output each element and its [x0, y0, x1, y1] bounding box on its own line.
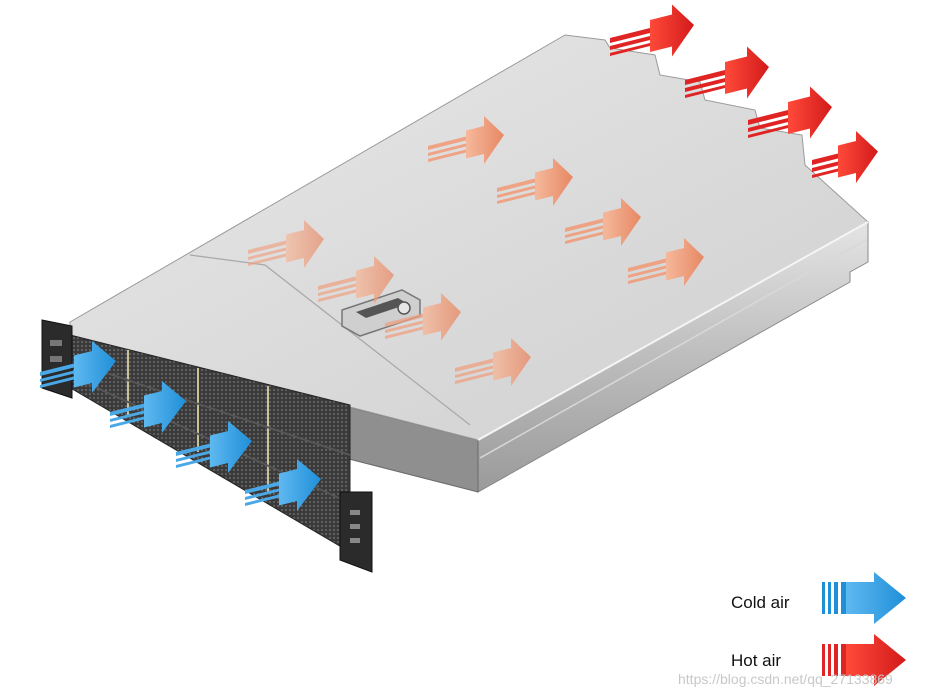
cold-intake-arrows [40, 341, 321, 512]
hot-air-arrow-icon [822, 634, 906, 686]
top-edge-highlight [477, 221, 869, 441]
warm-air-arrow-icon [455, 338, 531, 387]
legend-cold-label: Cold air [731, 593, 790, 612]
warm-air-arrow-icon [428, 116, 504, 165]
legend: Cold air Hot air [731, 572, 906, 686]
bay-row-divider [61, 357, 351, 456]
side-rail-line [479, 239, 867, 459]
warm-air-arrow-icon [248, 220, 324, 269]
right-ear-led [350, 538, 360, 543]
legend-hot-label: Hot air [731, 651, 781, 670]
hot-exhaust-arrows [610, 4, 878, 184]
cold-air-arrow-icon [245, 459, 321, 512]
warm-air-arrow-icon [497, 158, 573, 207]
cold-air-arrow-icon [176, 421, 252, 474]
warm-air-arrow-icon [318, 256, 394, 305]
hot-air-arrow-icon [748, 86, 832, 139]
watermark-text: https://blog.csdn.net/qq_27133869 [678, 671, 893, 687]
hot-air-arrow-icon [812, 131, 878, 184]
right-rack-ear [339, 491, 373, 573]
cold-air-arrow-icon [40, 341, 116, 394]
warm-air-arrow-icon [565, 198, 641, 247]
cold-air-arrow-icon [822, 572, 906, 624]
left-ear-button [50, 340, 62, 346]
warm-air-arrow-icon [628, 238, 704, 287]
right-ear-led [350, 524, 360, 529]
cold-air-arrow-icon [110, 381, 186, 434]
hot-air-arrow-icon [685, 46, 769, 99]
warm-air-arrow-icon [385, 293, 461, 342]
internal-airflow-arrows [248, 116, 704, 387]
hot-air-arrow-icon [610, 4, 694, 57]
left-ear-button [50, 356, 62, 362]
right-ear-led [350, 510, 360, 515]
front-cover-seam [189, 254, 471, 426]
